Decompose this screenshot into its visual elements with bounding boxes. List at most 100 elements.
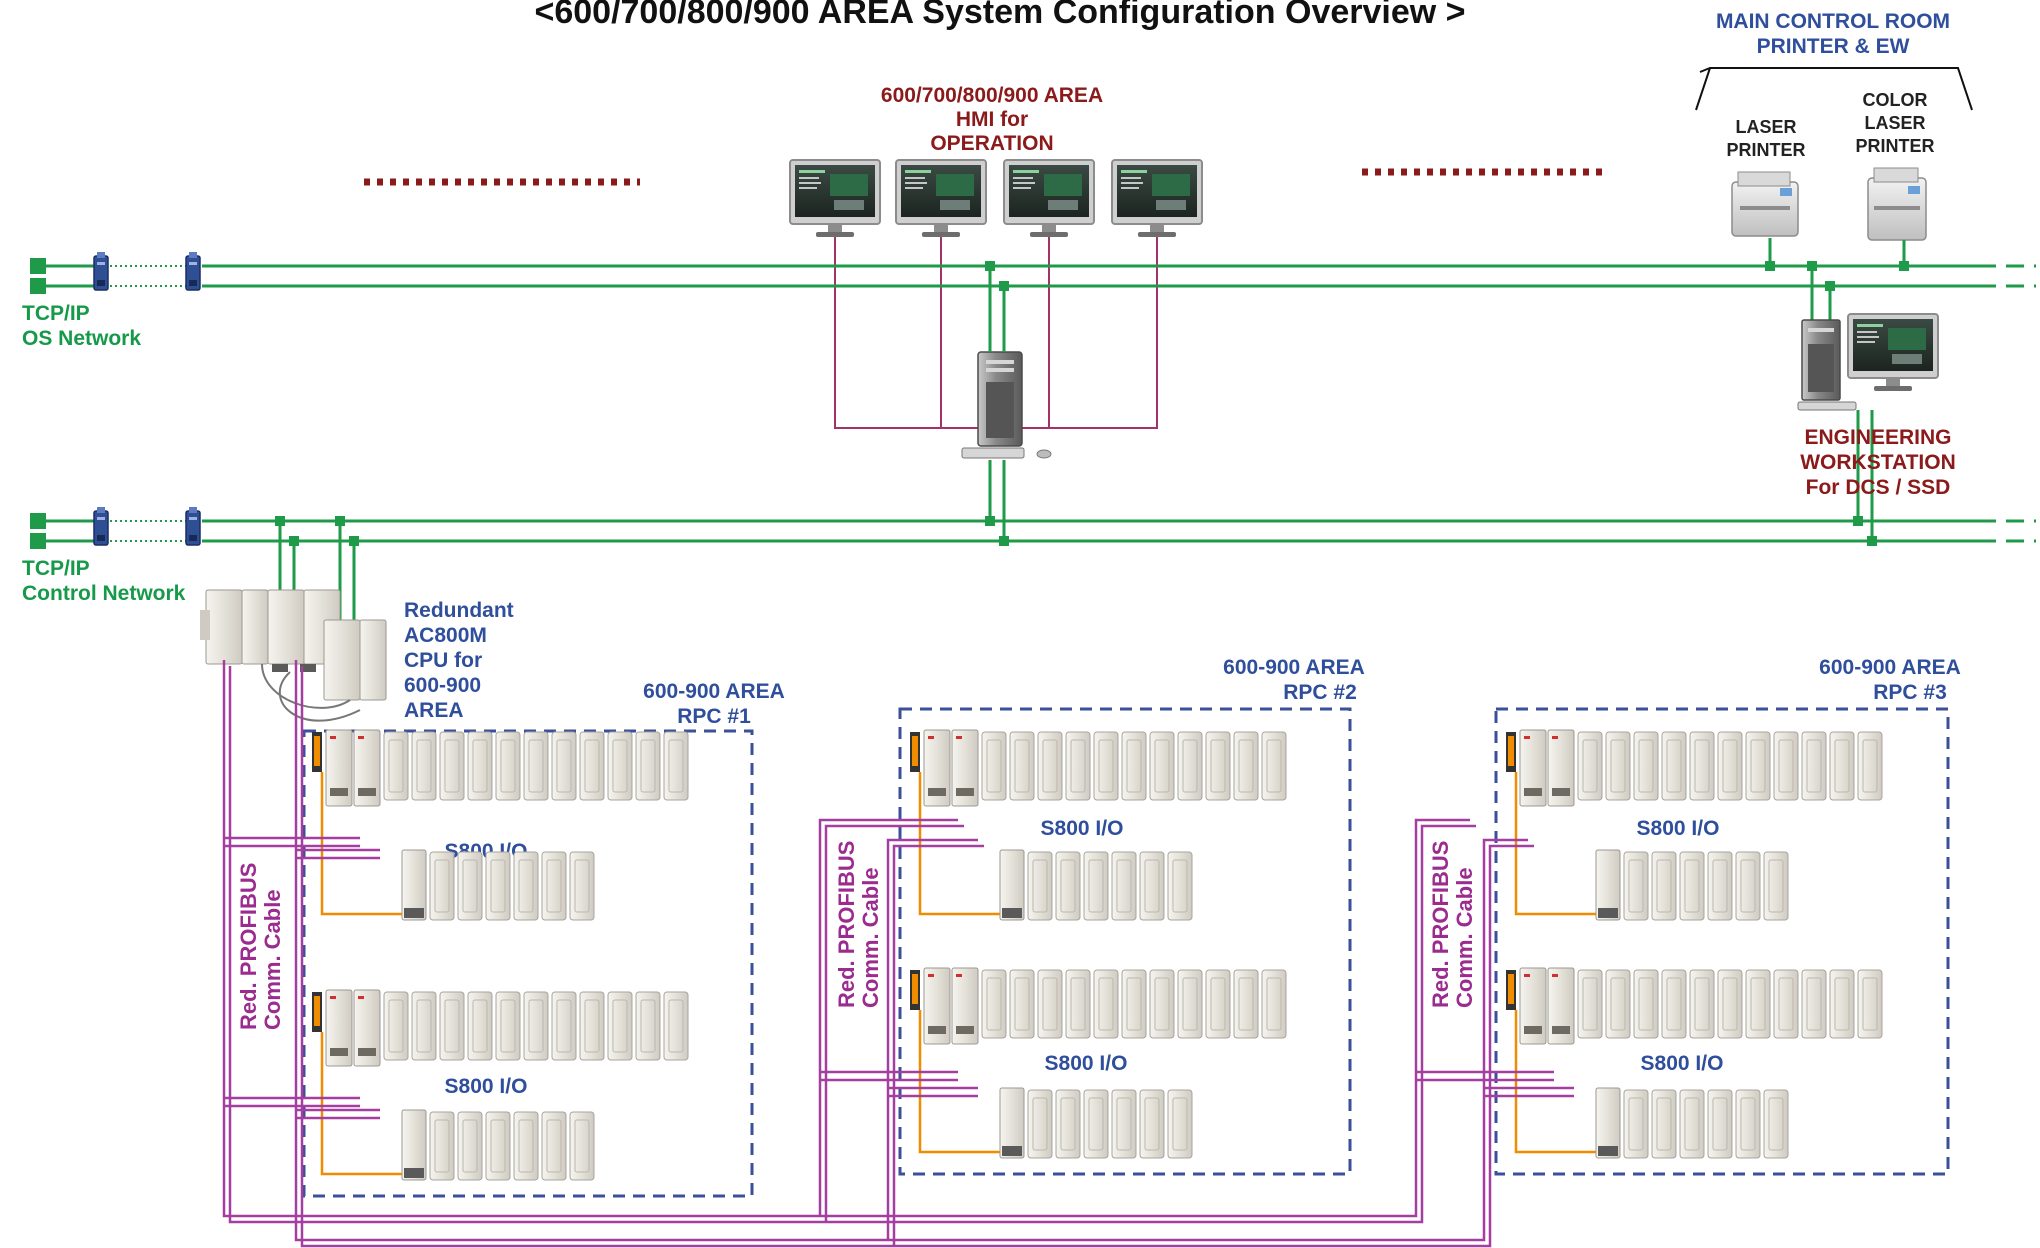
color-printer-label-line3: PRINTER [1855, 136, 1934, 156]
io-module-icon [981, 969, 1007, 1039]
main-room-bracket [1699, 67, 1973, 111]
io-module-icon [1065, 969, 1091, 1039]
s800-rack-rpc1-a [312, 729, 689, 921]
control-network [30, 513, 2036, 549]
engineering-label-line3: For DCS / SSD [1806, 476, 1951, 499]
io-module-icon [1717, 969, 1743, 1039]
io-interface-module-icon [1595, 849, 1621, 921]
profibus-label-2: Red. PROFIBUS Comm. Cable [834, 841, 883, 1008]
io-module-icon [1233, 731, 1259, 801]
server-network-links [988, 266, 1006, 541]
io-module-icon [569, 851, 595, 921]
controller-module-icon [1547, 967, 1575, 1045]
io-module-icon [607, 991, 633, 1061]
io-module-icon [411, 731, 437, 801]
io-module-icon [1233, 969, 1259, 1039]
io-module-icon [1633, 731, 1659, 801]
svg-text:Red. PROFIBUS: Red. PROFIBUS [236, 863, 261, 1030]
cpu-label-line5: AREA [404, 699, 464, 722]
io-module-icon [1801, 731, 1827, 801]
io-module-icon [1205, 731, 1231, 801]
io-module-icon [1773, 731, 1799, 801]
os-converter-2-icon [185, 251, 201, 291]
control-converter-2-icon [185, 506, 201, 546]
io-module-icon [429, 1111, 455, 1181]
io-module-icon [1121, 969, 1147, 1039]
main-room-bracket-left [1695, 67, 1711, 111]
io-module-icon [1149, 731, 1175, 801]
io-module-icon [1111, 1089, 1137, 1159]
io-module-icon [495, 991, 521, 1061]
io-module-icon [981, 731, 1007, 801]
server-network-nodes [985, 261, 1009, 546]
svg-text:Red. PROFIBUS: Red. PROFIBUS [1428, 841, 1453, 1008]
svg-text:Red. PROFIBUS: Red. PROFIBUS [834, 841, 859, 1008]
server-tower-icon [961, 351, 1052, 459]
io-module-icon [1707, 851, 1733, 921]
io-module-icon [1689, 731, 1715, 801]
cpu-label-line1: Redundant [404, 599, 514, 622]
hmi-links [834, 237, 1158, 429]
controller-module-icon [1519, 729, 1547, 807]
io-module-icon [1177, 731, 1203, 801]
color-printer-label-line1: COLOR [1863, 90, 1928, 110]
io-module-icon [439, 731, 465, 801]
s800-rack-rpc3-a [1506, 729, 1883, 921]
svg-text:Comm. Cable: Comm. Cable [1452, 867, 1477, 1008]
io-module-icon [1111, 851, 1137, 921]
controller-module-icon [951, 729, 979, 807]
io-module-icon [1009, 969, 1035, 1039]
io-module-icon [1735, 1089, 1761, 1159]
main-room-title-line2: PRINTER & EW [1757, 35, 1910, 58]
io-module-icon [635, 731, 661, 801]
io-module-icon [1577, 969, 1603, 1039]
hmi-monitor-2-icon [895, 159, 987, 238]
rpc-1-label-line2: RPC #1 [677, 705, 751, 728]
io-module-icon [1829, 969, 1855, 1039]
io-module-icon [1857, 969, 1883, 1039]
color-printer-label-line2: LASER [1864, 113, 1925, 133]
io-module-icon [1149, 969, 1175, 1039]
io-module-icon [1745, 731, 1771, 801]
io-interface-module-icon [999, 1087, 1025, 1159]
io-module-icon [1763, 1089, 1789, 1159]
hmi-monitor-4-icon [1111, 159, 1203, 238]
io-module-icon [1689, 969, 1715, 1039]
io-module-icon [1093, 969, 1119, 1039]
hmi-label-line1: 600/700/800/900 AREA [881, 84, 1103, 107]
io-module-icon [1009, 731, 1035, 801]
s800-rack-rpc3-b [1506, 967, 1883, 1159]
io-module-icon [569, 1111, 595, 1181]
io-module-icon [467, 991, 493, 1061]
controller-module-icon [353, 729, 381, 807]
io-module-icon [1027, 851, 1053, 921]
io-module-icon [1623, 851, 1649, 921]
io-module-icon [551, 991, 577, 1061]
svg-text:Comm. Cable: Comm. Cable [858, 867, 883, 1008]
io-module-icon [485, 851, 511, 921]
io-module-icon [1661, 969, 1687, 1039]
io-module-icon [551, 731, 577, 801]
io-module-icon [1065, 731, 1091, 801]
io-module-icon [1139, 851, 1165, 921]
io-module-icon [1055, 1089, 1081, 1159]
os-network [30, 258, 2036, 294]
redundant-cpu-icon [200, 589, 387, 722]
cpu-label-line3: CPU for [404, 649, 482, 672]
main-room-title-line1: MAIN CONTROL ROOM [1716, 10, 1950, 33]
engineering-workstation-links [1810, 266, 1874, 541]
engineering-label-line2: WORKSTATION [1800, 451, 1956, 474]
engineering-monitor-icon [1847, 313, 1939, 392]
io-module-icon [635, 991, 661, 1061]
controller-module-icon [1547, 729, 1575, 807]
io-module-icon [1577, 731, 1603, 801]
rpc-3-io-label-bottom: S800 I/O [1641, 1052, 1724, 1075]
io-module-icon [1857, 731, 1883, 801]
rpc-3-label-line2: RPC #3 [1873, 681, 1947, 704]
io-module-icon [541, 851, 567, 921]
os-converter-1-icon [93, 251, 109, 291]
rpc-1-label-line1: 600-900 AREA [643, 680, 785, 703]
io-module-icon [439, 991, 465, 1061]
io-interface-module-icon [401, 1109, 427, 1181]
